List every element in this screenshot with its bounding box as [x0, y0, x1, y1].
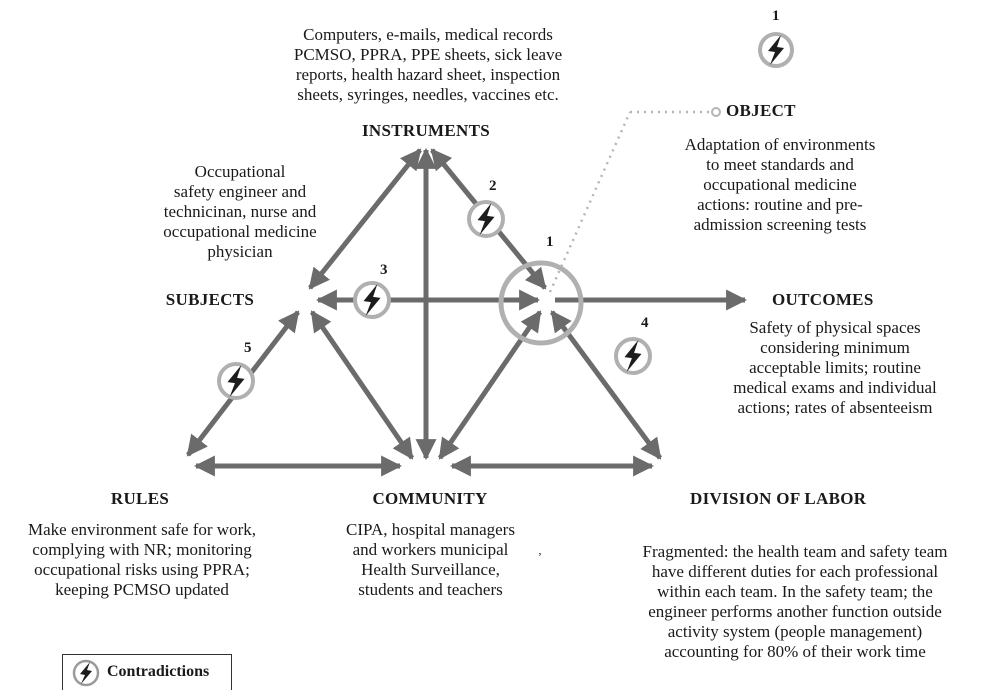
community-description: CIPA, hospital managers and workers muni…	[346, 520, 515, 599]
contradiction-icon-top	[758, 32, 794, 68]
legend-box: Contradictions	[62, 654, 232, 690]
contradiction-number-1: 1	[546, 234, 554, 250]
outcomes-label: OUTCOMES	[772, 290, 874, 309]
arrow-object-division	[549, 310, 663, 460]
contradiction-number-3: 3	[380, 262, 388, 278]
arrow-instruments-subjects	[308, 148, 422, 290]
contradiction-number-top: 1	[772, 8, 780, 24]
main-contradiction-circle	[498, 260, 584, 346]
arrow-subjects-community	[309, 310, 415, 460]
rules-label: RULES	[110, 489, 170, 508]
lightning-icon	[72, 659, 100, 687]
instruments-label: INSTRUMENTS	[362, 121, 490, 140]
object-leader-line	[548, 111, 632, 293]
instruments-description: Computers, e-mails, medical records PCMS…	[293, 25, 563, 104]
contradiction-icon-5	[217, 362, 255, 400]
rules-description: Make environment safe for work, complyin…	[27, 520, 256, 599]
arrow-object-community	[437, 310, 543, 460]
contradiction-number-4: 4	[641, 315, 649, 331]
contradiction-number-5: 5	[244, 340, 252, 356]
community-label: COMMUNITY	[372, 489, 488, 508]
division-description: Fragmented: the health team and safety t…	[642, 542, 948, 661]
object-leader-end	[711, 107, 721, 117]
contradiction-number-2: 2	[489, 178, 497, 194]
legend-label: Contradictions	[107, 663, 210, 680]
division-label: DIVISION OF LABOR	[690, 489, 867, 508]
object-label: OBJECT	[726, 101, 796, 120]
contradiction-icon-2	[467, 200, 505, 238]
contradiction-icon-4	[614, 337, 652, 375]
object-description: Adaptation of environments to meet stand…	[684, 135, 876, 234]
stray-mark: ,	[538, 543, 542, 557]
outcomes-description: Safety of physical spaces considering mi…	[733, 318, 937, 417]
subjects-description: Occupational safety engineer and technic…	[163, 162, 317, 261]
subjects-label: SUBJECTS	[165, 290, 255, 309]
contradiction-icon-3	[353, 281, 391, 319]
